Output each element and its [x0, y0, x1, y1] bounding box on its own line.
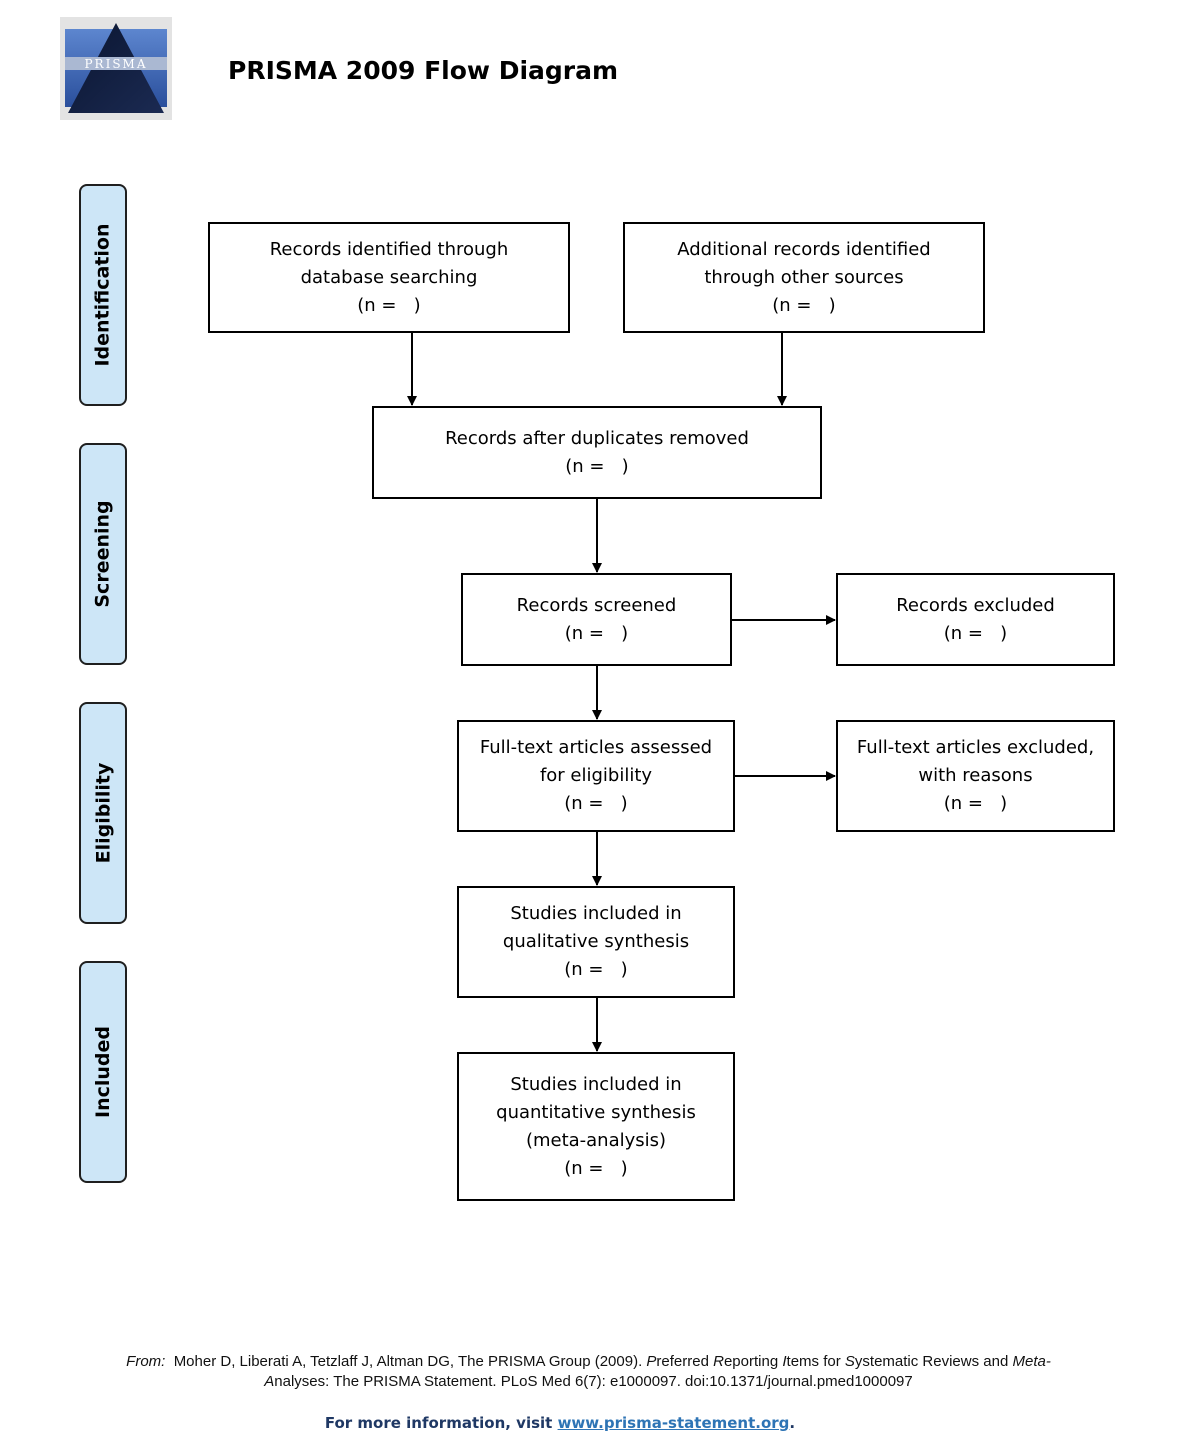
citation-from-label: From:	[126, 1353, 166, 1370]
box-count: (n = )	[564, 959, 628, 980]
box-line: Full-text articles excluded,	[856, 737, 1095, 758]
box-line: Records excluded	[896, 594, 1055, 616]
box-line: with reasons	[918, 765, 1033, 786]
citation-text: I	[782, 1353, 787, 1370]
citation-text: R	[713, 1353, 724, 1370]
citation: From: Moher D, Liberati A, Tetzlaff J, A…	[0, 1352, 1177, 1392]
more-info-prefix: For more information, visit	[324, 1414, 553, 1432]
prisma-website-link[interactable]: www.prisma-statement.org	[557, 1414, 790, 1432]
box-count: (n = )	[943, 793, 1008, 814]
citation-text: Meta-	[1012, 1353, 1051, 1370]
page-title: PRISMA 2009 Flow Diagram	[228, 56, 619, 85]
phase-eligibility: Eligibility	[79, 702, 127, 924]
box-line: Additional records identified	[677, 238, 931, 260]
box-other-sources: Additional records identified through ot…	[623, 222, 985, 333]
box-qualitative-synthesis: Studies included in qualitative synthesi…	[457, 886, 735, 998]
phase-included: Included	[79, 961, 127, 1183]
box-count: (n = )	[357, 294, 421, 316]
box-count: (n = )	[943, 622, 1008, 644]
box-line: for eligibility	[539, 765, 653, 786]
box-count: (n = )	[565, 455, 629, 477]
citation-text: A	[264, 1373, 275, 1390]
box-database-search: Records identified through database sear…	[208, 222, 570, 333]
box-line: through other sources	[704, 266, 904, 288]
box-line: Studies included in	[510, 1073, 682, 1095]
box-line: Studies included in	[510, 903, 682, 924]
more-info-suffix: .	[789, 1414, 796, 1432]
citation-text: eporting	[723, 1353, 779, 1370]
citation-text: referred	[656, 1353, 709, 1370]
box-count: (n = )	[564, 622, 629, 644]
box-line: database searching	[300, 266, 478, 288]
box-quantitative-synthesis: Studies included in quantitative synthes…	[457, 1052, 735, 1201]
box-line: Records screened	[516, 594, 677, 616]
citation-text: nalyses: The PRISMA Statement. PLoS Med …	[274, 1373, 913, 1390]
citation-text: P	[646, 1353, 657, 1370]
box-fulltext-assessed: Full-text articles assessed for eligibil…	[457, 720, 735, 832]
citation-authors: Moher D, Liberati A, Tetzlaff J, Altman …	[173, 1353, 643, 1370]
phase-identification: Identification	[79, 184, 127, 406]
box-line: Records identified through	[269, 238, 509, 260]
citation-text: ystematic Reviews and	[854, 1353, 1009, 1370]
citation-line-1: From: Moher D, Liberati A, Tetzlaff J, A…	[0, 1352, 1177, 1372]
citation-text: S	[844, 1353, 855, 1370]
box-after-duplicates: Records after duplicates removed (n = )	[372, 406, 822, 499]
more-info: For more information, visit www.prisma-s…	[0, 1414, 1120, 1432]
citation-text: tems for	[786, 1353, 841, 1370]
box-line: (meta-analysis)	[525, 1129, 667, 1151]
prisma-logo: PRISMA	[60, 17, 172, 120]
box-count: (n = )	[564, 793, 628, 814]
box-records-excluded: Records excluded (n = )	[836, 573, 1115, 666]
box-line: Full-text articles assessed	[479, 737, 713, 758]
box-line: quantitative synthesis	[496, 1101, 696, 1123]
logo-text: PRISMA	[84, 57, 147, 71]
phase-screening: Screening	[79, 443, 127, 665]
box-records-screened: Records screened (n = )	[461, 573, 732, 666]
box-fulltext-excluded: Full-text articles excluded, with reason…	[836, 720, 1115, 832]
box-count: (n = )	[772, 294, 836, 316]
box-line: qualitative synthesis	[502, 931, 690, 952]
box-line: Records after duplicates removed	[445, 427, 749, 449]
box-count: (n = )	[564, 1157, 628, 1179]
citation-line-2: Analyses: The PRISMA Statement. PLoS Med…	[0, 1372, 1177, 1392]
